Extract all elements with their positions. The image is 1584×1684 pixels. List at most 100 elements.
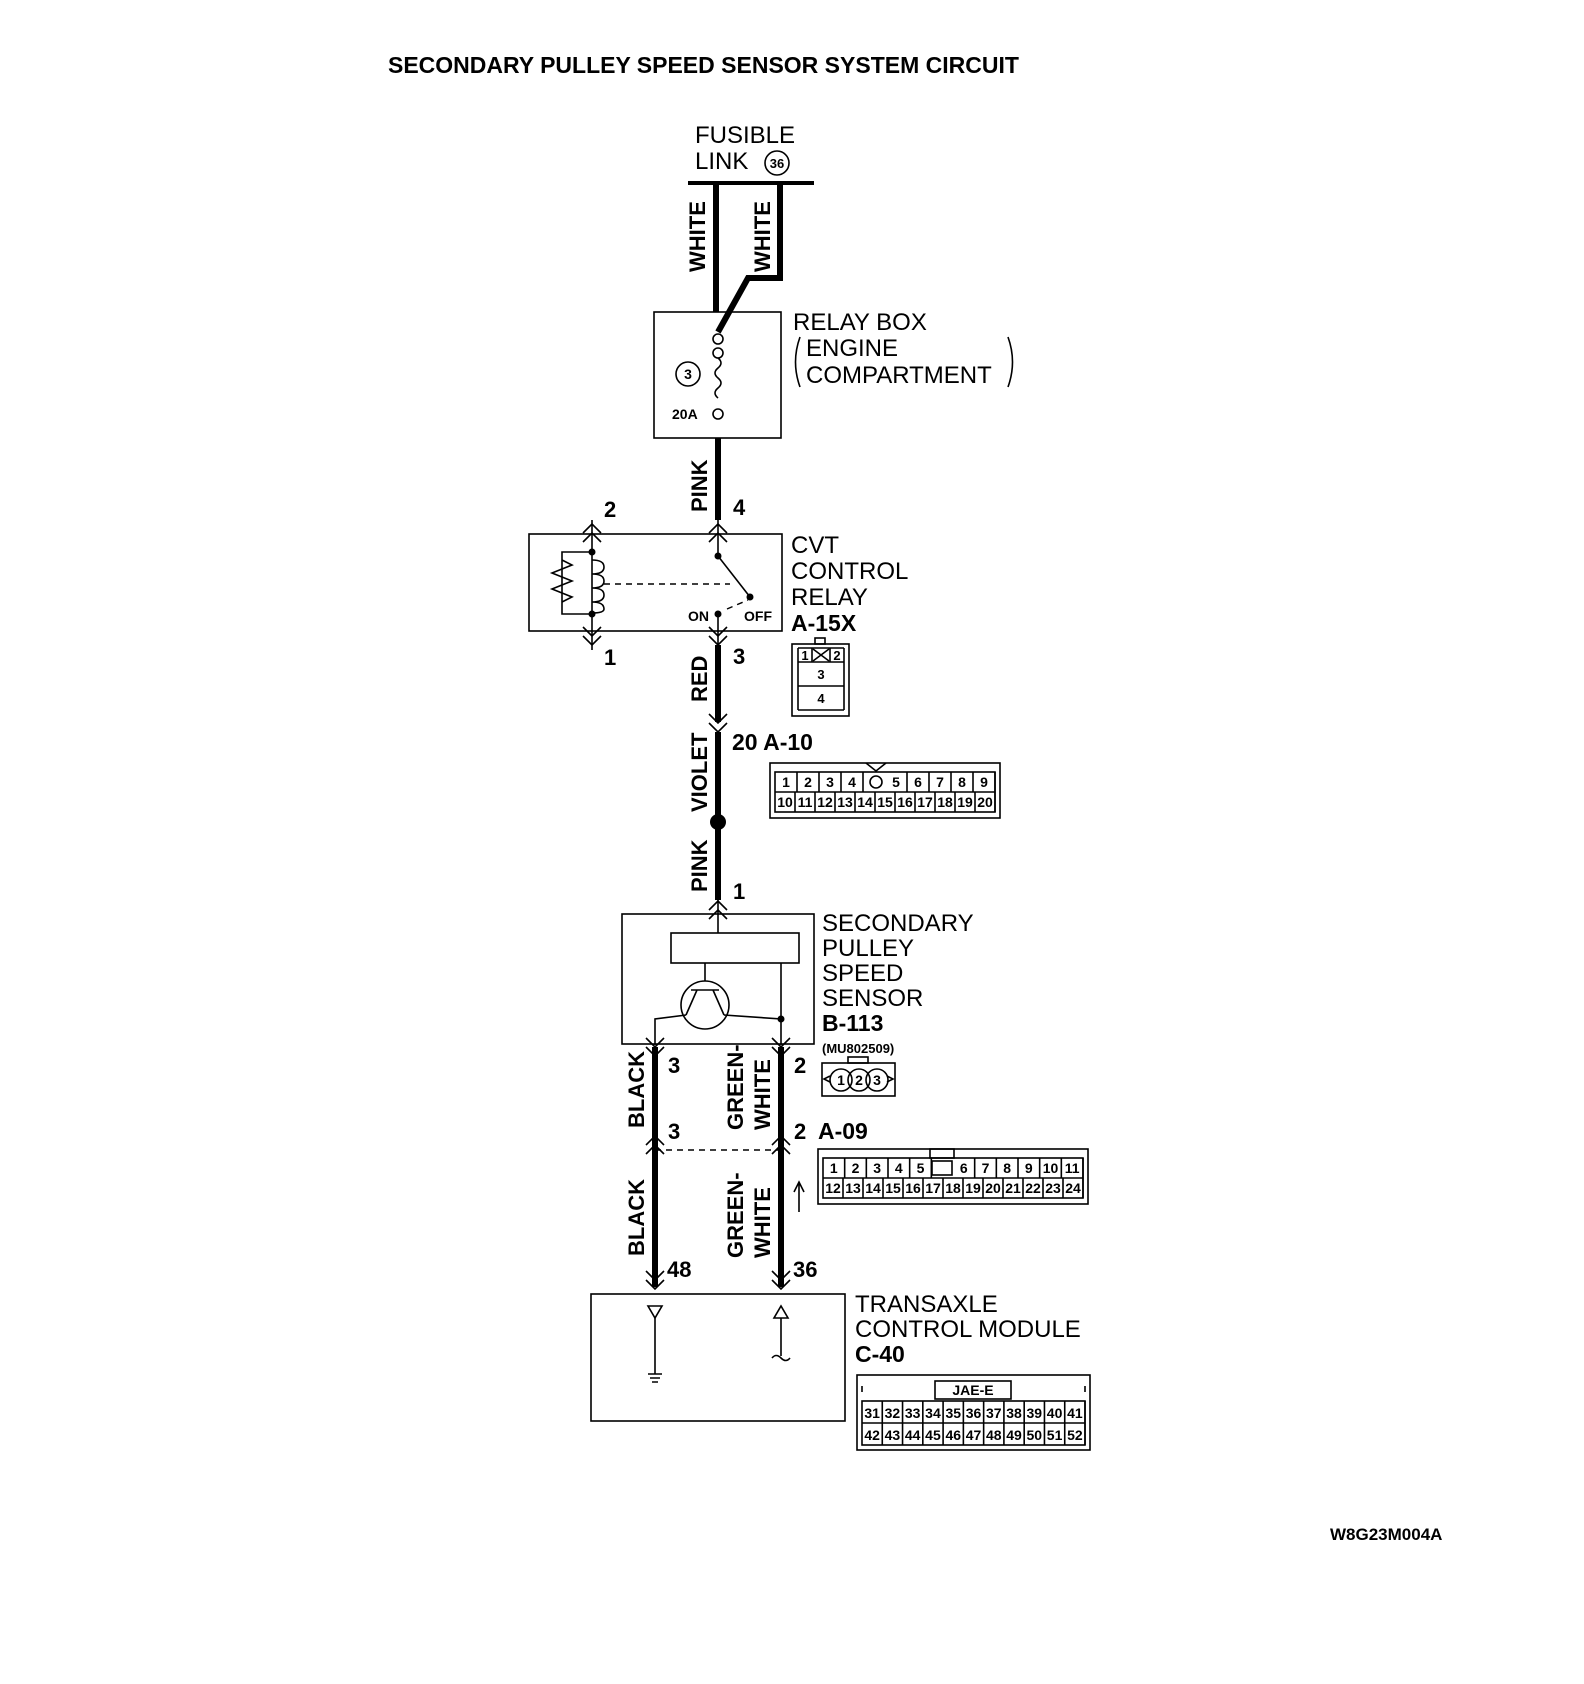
fuse-terminal-bottom	[712, 408, 724, 420]
a09-row1-pin: 2	[852, 1160, 860, 1176]
relay-off-label: OFF	[744, 608, 772, 624]
c40-row1-pin: 37	[986, 1405, 1002, 1421]
a15x-pin-3: 3	[817, 667, 824, 682]
connector-arrow-tcm-36	[771, 1270, 791, 1291]
a09-row1-pin: 8	[1003, 1160, 1011, 1176]
connector-arrow-a09-3	[645, 1134, 665, 1155]
wire-label-white-right: WHITE	[750, 201, 775, 272]
a09-row1-pin: 9	[1025, 1160, 1033, 1176]
pin-tcm-36: 36	[793, 1257, 817, 1282]
a09-row2-pin: 13	[845, 1180, 861, 1196]
a10-row2-pin: 14	[857, 794, 873, 810]
fuse-number-circle	[675, 361, 701, 387]
fuse-element	[714, 357, 722, 399]
connector-arrow-relay-2	[582, 522, 602, 543]
a15x-pin-4: 4	[817, 691, 825, 706]
sensor-connector: B-113	[822, 1010, 883, 1036]
cvt-relay-label-1: CVT	[791, 532, 839, 559]
a10-row2-pin: 13	[837, 794, 853, 810]
pin-a09-2: 2	[794, 1119, 806, 1144]
a09-row2-pin: 14	[865, 1180, 881, 1196]
c40-row1-pin: 38	[1006, 1405, 1022, 1421]
c40-row2-pin: 52	[1067, 1427, 1083, 1443]
wire-label-black-upper: BLACK	[624, 1051, 649, 1128]
wire-label-green-white-upper-2: WHITE	[750, 1059, 775, 1130]
a15x-pin-1: 1	[801, 648, 808, 663]
pin-a09-3: 3	[668, 1119, 680, 1144]
wire-label-pink-bottom: PINK	[687, 839, 712, 892]
wire-label-green-white-lower-2: WHITE	[750, 1187, 775, 1258]
relay-switch-arm	[717, 555, 751, 598]
c40-row2-pin: 43	[885, 1427, 901, 1443]
c40-row1-pin: 39	[1027, 1405, 1043, 1421]
a09-row2-pin: 19	[965, 1180, 981, 1196]
sensor-element	[670, 932, 800, 964]
page-title: SECONDARY PULLEY SPEED SENSOR SYSTEM CIR…	[388, 52, 1019, 78]
pin-sensor-3: 3	[668, 1053, 680, 1078]
a09-row2-pin: 21	[1005, 1180, 1021, 1196]
c40-row2-pin: 45	[925, 1427, 941, 1443]
a09-row1-pin: 10	[1043, 1160, 1059, 1176]
a10-row2-pin: 11	[798, 794, 813, 810]
connector-arrow-tcm-48	[645, 1270, 665, 1291]
b113-pin-1-circle	[829, 1068, 853, 1092]
tcm-connector: C-40	[855, 1341, 905, 1367]
tcm-label-1: TRANSAXLE	[855, 1291, 998, 1318]
relay-resistor-leads	[561, 551, 592, 615]
a09-row2-pin: 16	[905, 1180, 921, 1196]
a09-row2-pin: 22	[1025, 1180, 1041, 1196]
relay-coil	[591, 559, 605, 614]
a10-row1-pin: 7	[936, 774, 944, 790]
sensor-label-2: PULLEY	[822, 935, 914, 962]
a09-row1-pin: 7	[982, 1160, 990, 1176]
a10-row2-pin: 17	[917, 794, 933, 810]
a09-row1-pin: 1	[830, 1160, 838, 1176]
relay-resistor	[549, 559, 575, 603]
c40-row2-pin: 42	[864, 1427, 880, 1443]
tcm-pulse-input	[771, 1318, 791, 1362]
reference-code: W8G23M004A	[1330, 1525, 1442, 1544]
a09-row2-pin: 23	[1045, 1180, 1061, 1196]
a10-row2-pin: 18	[937, 794, 953, 810]
c40-row1-pin: 40	[1047, 1405, 1063, 1421]
splice-point	[710, 814, 726, 830]
signal-direction-arrow	[793, 1180, 805, 1212]
c40-row1-pin: 36	[966, 1405, 982, 1421]
b113-pin-2-circle	[847, 1068, 871, 1092]
relay-switch-dashed	[726, 599, 749, 610]
tcm-label-2: CONTROL MODULE	[855, 1316, 1081, 1343]
relay-on-label: ON	[688, 608, 709, 624]
sensor-part-number: (MU802509)	[822, 1041, 894, 1056]
c40-tag: JAE-E	[952, 1382, 993, 1398]
b113-pin-2: 2	[855, 1072, 863, 1088]
pin-relay-2: 2	[604, 497, 616, 522]
b113-pin-3-circle	[865, 1068, 889, 1092]
cvt-relay-outline	[528, 533, 783, 632]
a15x-pin-2: 2	[833, 648, 840, 663]
fusible-link-label-2: LINK	[695, 148, 748, 175]
sensor-lead-pin3-out	[654, 1014, 687, 1045]
connector-a15x-blank	[812, 648, 830, 662]
c40-row1-pin: 41	[1067, 1405, 1083, 1421]
relay-box-label-3: COMPARTMENT	[806, 362, 992, 389]
sensor-lead-pin2-out	[723, 1014, 782, 1045]
a10-row2-pin: 16	[897, 794, 913, 810]
wire-label-pink-top: PINK	[687, 459, 712, 512]
fuse-terminal-top-2	[712, 347, 724, 359]
pin-tcm-48: 48	[667, 1257, 691, 1282]
a10-row2-pin: 20	[977, 794, 993, 810]
tcm-input-black	[646, 1305, 664, 1320]
sensor-label-4: SENSOR	[822, 985, 923, 1012]
relay-box-label-1: RELAY BOX	[793, 309, 927, 336]
fuse-number: 3	[684, 366, 692, 382]
pin-relay-1: 1	[604, 645, 616, 670]
cvt-relay-connector: A-15X	[791, 610, 857, 636]
cvt-relay-label-2: CONTROL	[791, 558, 908, 585]
sensor-label-1: SECONDARY	[822, 910, 974, 937]
c40-row1-pin: 32	[885, 1405, 901, 1421]
fusible-link-label-1: FUSIBLE	[695, 122, 795, 149]
